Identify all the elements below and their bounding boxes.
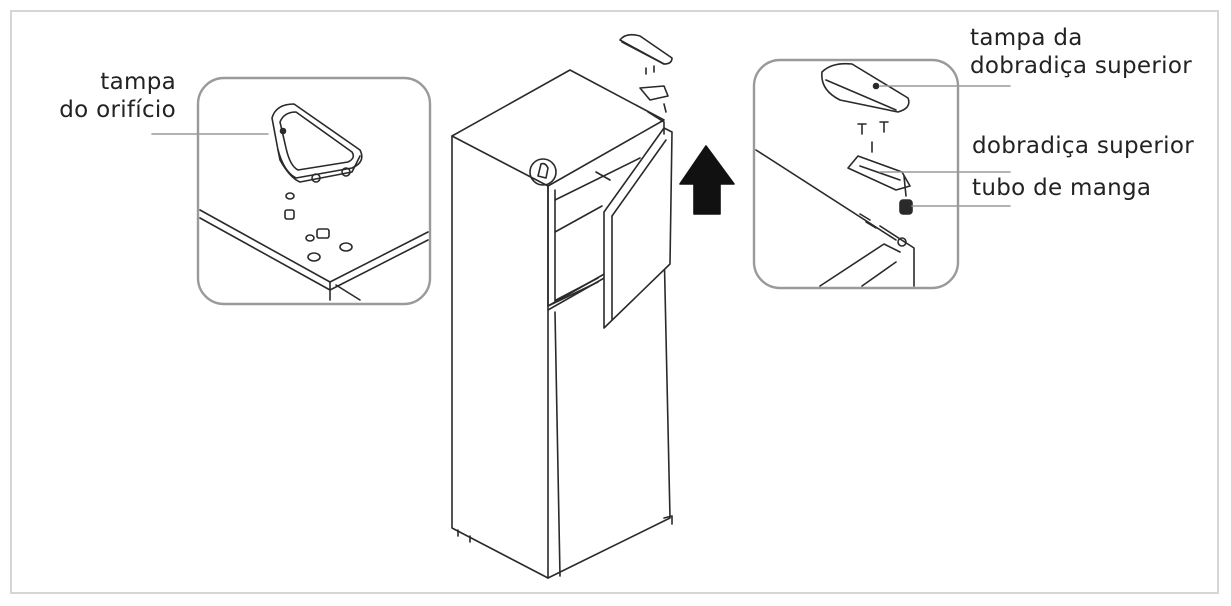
upper-hinge-plate (847, 155, 911, 197)
arrow-up-icon (679, 145, 735, 215)
hole-cover-label-line1: tampa (100, 69, 176, 95)
sleeve-tube-label: tubo de manga (972, 175, 1152, 201)
hole-cover-callout (151, 76, 432, 306)
hinge-cover-label-line1: tampa da (970, 25, 1083, 51)
hole-cover-screws (284, 192, 353, 262)
hinge-cover-label-line2: dobradiça superior (970, 53, 1192, 79)
sleeve-tube-piece (899, 199, 913, 215)
hinge-cover-piece (821, 62, 910, 113)
refrigerator (451, 33, 673, 579)
hole-cover-piece (271, 103, 363, 183)
upper-hinge-callout (752, 58, 1011, 290)
hinge-cover-label: tampa da dobradiça superior (970, 24, 1192, 80)
hinge-parts-exploded (619, 33, 673, 113)
hole-cover-label-line2: do orifício (59, 97, 176, 123)
upper-hinge-label: dobradiça superior (972, 133, 1194, 159)
hole-cover-label: tampa do orifício (30, 68, 176, 124)
